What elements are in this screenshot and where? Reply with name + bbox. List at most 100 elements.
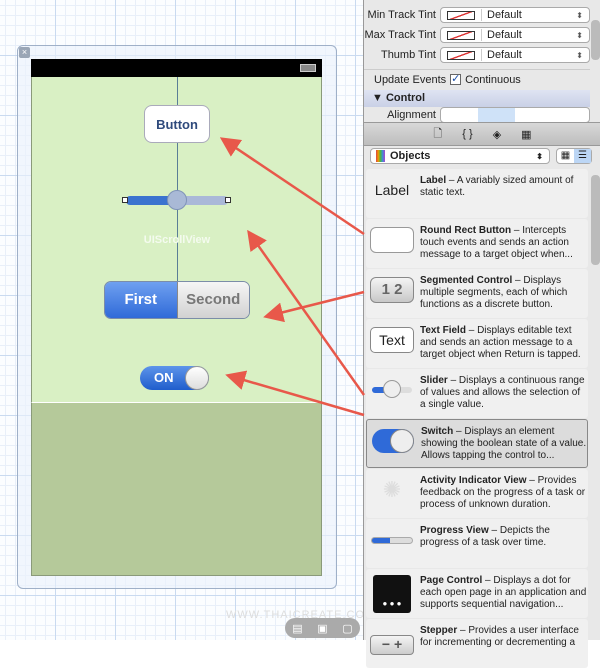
- item-text: Displays multiple segments, each of whic…: [420, 275, 568, 310]
- item-desc: Switch – Displays an element showing the…: [421, 426, 587, 461]
- min-track-tint-label: Min Track Tint: [367, 9, 436, 21]
- grid-view-icon[interactable]: ▦: [560, 150, 571, 161]
- library-selector[interactable]: Objects⬍: [370, 148, 550, 164]
- alignment-row: Alignment: [364, 107, 590, 122]
- list-item[interactable]: ● ● ●Page Control – Displays a dot for e…: [366, 569, 588, 618]
- item-desc: Page Control – Displays a dot for each o…: [420, 575, 587, 610]
- continuous-checkbox[interactable]: ✓: [450, 73, 462, 85]
- layout-buttons[interactable]: ▤ ▣ ▢: [285, 618, 360, 638]
- item-name: Text Field: [420, 325, 466, 336]
- item-name: Page Control: [420, 575, 483, 586]
- item-desc: Stepper – Provides a user interface for …: [420, 625, 579, 648]
- film-icon[interactable]: ▦: [521, 128, 532, 141]
- resize-icon[interactable]: ▢: [342, 622, 353, 635]
- library-tabs: 🗋 { } ◈ ▦: [364, 122, 600, 146]
- item-name: Stepper: [420, 625, 458, 636]
- thumb-tint-label: Thumb Tint: [380, 49, 436, 61]
- switch-label: ON: [154, 370, 174, 385]
- section-title: Control: [385, 92, 426, 104]
- switch[interactable]: ON: [140, 366, 209, 390]
- item-name: Label: [420, 175, 447, 186]
- item-desc: Round Rect Button – Intercepts touch eve…: [420, 225, 573, 260]
- item-name: Progress View: [420, 525, 489, 536]
- segment-first[interactable]: First: [105, 282, 177, 318]
- max-track-tint-select[interactable]: Default⬍: [440, 27, 590, 43]
- stepper-icon: − +: [369, 625, 415, 655]
- thumb-tint-row: Thumb Tint Default⬍: [364, 45, 590, 65]
- list-item[interactable]: − + Stepper – Provides a user interface f…: [366, 619, 588, 668]
- status-bar: [31, 59, 322, 77]
- item-name: Segmented Control: [420, 275, 513, 286]
- file-icon[interactable]: 🗋: [433, 127, 443, 140]
- list-item[interactable]: Round Rect Button – Intercepts touch eve…: [366, 219, 588, 268]
- segmented-thumb-text: 1 2: [370, 277, 414, 303]
- label-thumb: Label: [374, 182, 410, 198]
- view-mode-toggle[interactable]: ▦☰: [556, 148, 592, 164]
- round-rect-button[interactable]: Button: [144, 105, 210, 143]
- braces-icon[interactable]: { }: [462, 128, 473, 140]
- item-text: Displays editable text and sends an acti…: [420, 325, 581, 360]
- inspector-scrollbar[interactable]: [591, 20, 600, 60]
- round-rect-thumb: [369, 225, 415, 255]
- item-desc: Label – A variably sized amount of stati…: [420, 175, 574, 198]
- item-name: Switch: [421, 426, 454, 437]
- text-field-thumb-text: Text: [370, 327, 414, 353]
- alignment-buttons[interactable]: [440, 107, 590, 122]
- segmented-control[interactable]: First Second: [104, 281, 250, 319]
- list-item[interactable]: ✺Activity Indicator View – Provides feed…: [366, 469, 588, 518]
- library-color-icon: [376, 150, 385, 162]
- item-desc: Progress View – Depicts the progress of …: [420, 525, 550, 548]
- library-selector-value: Objects: [390, 150, 431, 162]
- select-value: Default: [481, 49, 576, 61]
- resize-handle[interactable]: [225, 197, 231, 203]
- list-item[interactable]: Switch – Displays an element showing the…: [366, 419, 588, 468]
- disclosure-triangle-icon: ▼: [372, 92, 386, 104]
- select-value: Default: [481, 29, 576, 41]
- close-icon[interactable]: ×: [19, 47, 30, 58]
- min-track-tint-select[interactable]: Default⬍: [440, 7, 590, 23]
- segment-second[interactable]: Second: [176, 282, 249, 318]
- lower-view[interactable]: [31, 402, 322, 576]
- list-item[interactable]: Progress View – Depicts the progress of …: [366, 519, 588, 568]
- library-scrollbar[interactable]: [591, 175, 600, 265]
- cube-icon[interactable]: ◈: [492, 128, 502, 141]
- update-events-row: Update Events✓Continuous: [364, 69, 590, 89]
- segmented-thumb: 1 2: [369, 275, 415, 305]
- resize-handle[interactable]: [122, 197, 128, 203]
- item-text: Displays an element showing the boolean …: [421, 426, 587, 461]
- item-name: Round Rect Button: [420, 225, 512, 236]
- item-text: Intercepts touch events and sends an act…: [420, 225, 573, 260]
- align-icon[interactable]: ▤: [292, 622, 303, 635]
- switch-knob: [185, 366, 209, 390]
- thumb-tint-select[interactable]: Default⬍: [440, 47, 590, 63]
- alignment-label: Alignment: [387, 108, 436, 121]
- stepper-arrows-icon: ⬍: [576, 30, 583, 40]
- page-control-icon: ● ● ●: [369, 575, 415, 613]
- pin-icon[interactable]: ▣: [317, 622, 328, 635]
- item-name: Slider: [420, 375, 448, 386]
- continuous-label: Continuous: [465, 73, 521, 86]
- list-item[interactable]: Slider – Displays a continuous range of …: [366, 369, 588, 418]
- select-value: Default: [481, 9, 576, 21]
- item-text: Displays a dot for each open page in an …: [420, 575, 587, 610]
- stepper-arrows-icon: ⬍: [576, 50, 583, 60]
- progress-view-icon: [369, 525, 415, 555]
- control-section-header[interactable]: ▼ Control: [364, 90, 590, 107]
- battery-icon: [300, 64, 316, 72]
- slider-thumb-icon: [369, 375, 415, 405]
- color-swatch: [447, 50, 475, 60]
- item-text: Depicts the progress of a task over time…: [420, 525, 550, 548]
- item-text: Provides feedback on the progress of a t…: [420, 475, 586, 510]
- text-field-thumb: Text: [369, 325, 415, 355]
- item-text: A variably sized amount of static text.: [420, 175, 574, 198]
- stepper-thumb-text: − +: [370, 635, 414, 655]
- switch-thumb-icon: [370, 426, 416, 456]
- slider-thumb[interactable]: [167, 190, 187, 210]
- list-view-icon[interactable]: ☰: [574, 149, 591, 163]
- color-swatch: [447, 10, 475, 20]
